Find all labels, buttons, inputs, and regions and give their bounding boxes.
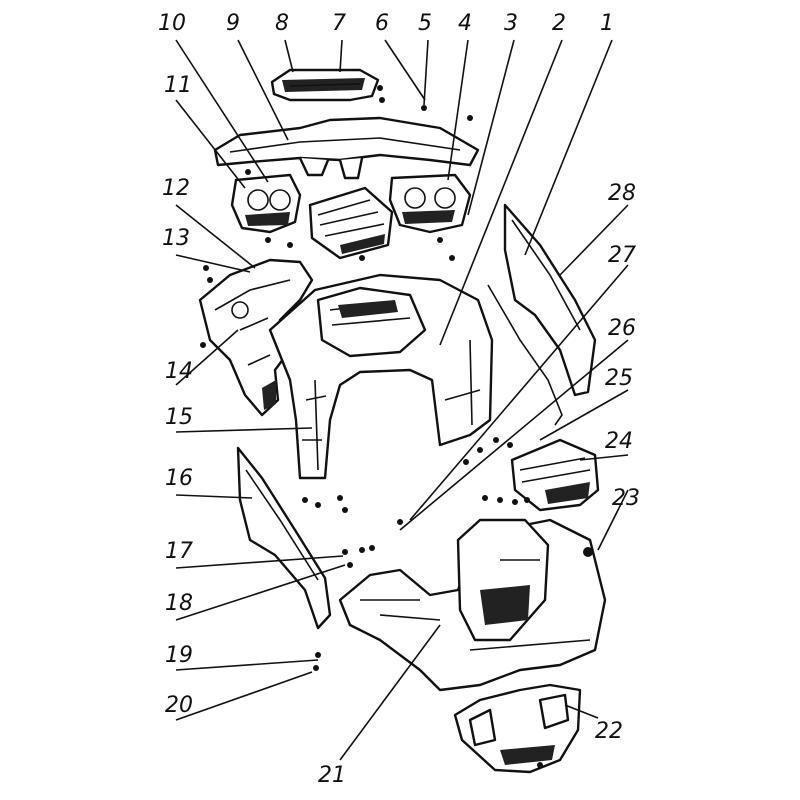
callout-21: 21 bbox=[318, 763, 346, 788]
front-fender-body bbox=[268, 273, 494, 480]
callout-28: 28 bbox=[608, 181, 636, 206]
callout-24: 24 bbox=[605, 429, 633, 454]
callout-15: 15 bbox=[165, 405, 193, 430]
center-storage-box bbox=[308, 186, 394, 260]
callout-20: 20 bbox=[165, 693, 193, 718]
right-front-side-panel bbox=[487, 203, 597, 426]
callout-14: 14 bbox=[165, 359, 193, 384]
callout-13: 13 bbox=[162, 226, 190, 251]
callout-18: 18 bbox=[165, 591, 193, 616]
callout-10: 10 bbox=[158, 11, 186, 36]
front-bumper-bar bbox=[213, 116, 480, 180]
rear-storage-box bbox=[510, 438, 600, 512]
callout-19: 19 bbox=[165, 643, 193, 668]
callout-16: 16 bbox=[165, 466, 193, 491]
callout-17: 17 bbox=[165, 539, 193, 564]
callout-11: 11 bbox=[164, 73, 192, 98]
leader-lines bbox=[175, 39, 629, 761]
callout-2: 2 bbox=[552, 11, 566, 36]
left-headlight-housing bbox=[230, 173, 302, 234]
callout-27: 27 bbox=[608, 243, 636, 268]
callout-23: 23 bbox=[612, 486, 640, 511]
right-headlight-housing bbox=[388, 173, 472, 234]
callout-1: 1 bbox=[600, 11, 614, 36]
callout-7: 7 bbox=[332, 11, 346, 36]
top-grille-panel bbox=[270, 68, 380, 102]
callout-25: 25 bbox=[605, 366, 633, 391]
callout-9: 9 bbox=[226, 11, 240, 36]
callout-8: 8 bbox=[275, 11, 289, 36]
callout-4: 4 bbox=[458, 11, 472, 36]
callout-26: 26 bbox=[608, 316, 636, 341]
callout-5: 5 bbox=[418, 11, 432, 36]
callout-3: 3 bbox=[504, 11, 518, 36]
rear-fender-body bbox=[338, 518, 607, 692]
callout-labels: 1 2 3 4 5 6 7 8 9 10 11 12 13 14 15 16 1… bbox=[158, 11, 640, 788]
rear-lower-bracket bbox=[453, 683, 582, 774]
callout-12: 12 bbox=[162, 176, 190, 201]
left-rear-side-panel bbox=[236, 446, 332, 630]
callout-6: 6 bbox=[375, 11, 389, 36]
callout-22: 22 bbox=[595, 719, 623, 744]
fastener-dots bbox=[200, 85, 593, 768]
